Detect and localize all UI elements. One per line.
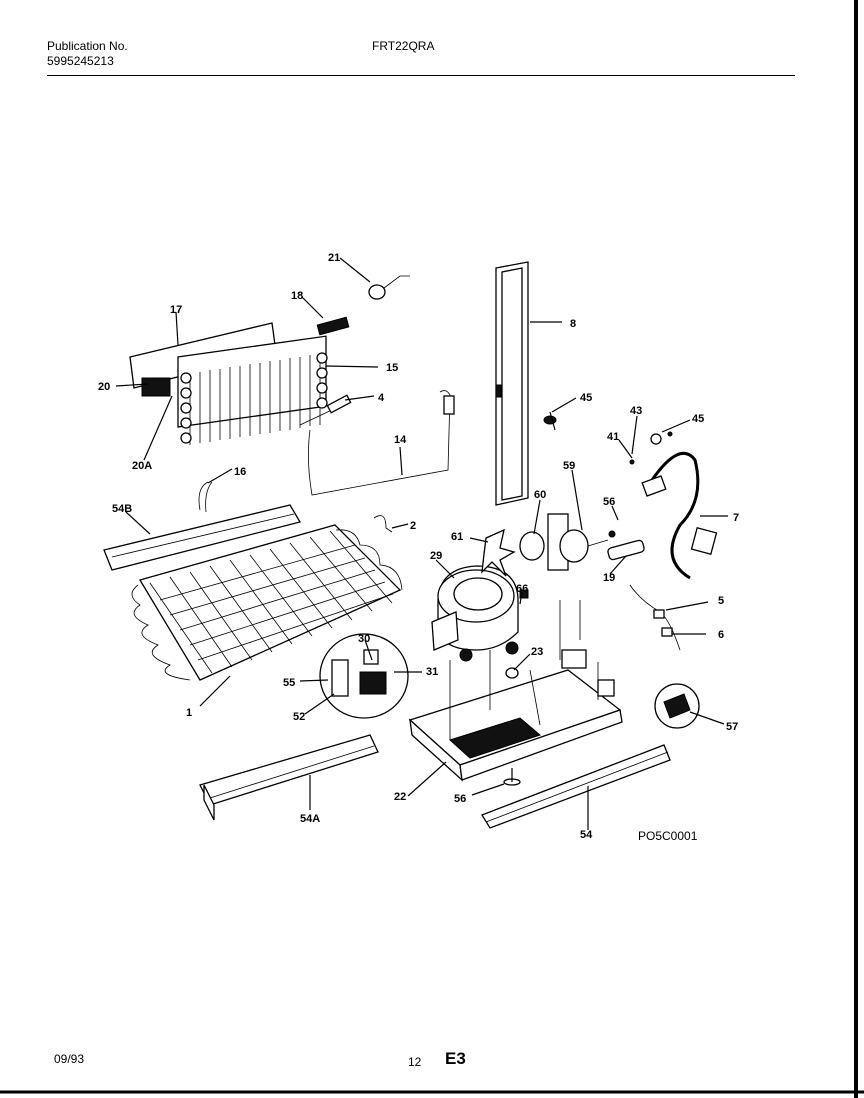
callout-43: 43 [630, 405, 642, 417]
clip-part [316, 316, 350, 336]
evaporator-coil [131, 524, 403, 681]
model-number: FRT22QRA [372, 39, 435, 53]
callout-21: 21 [328, 252, 340, 264]
callout-45-screw: 45 [580, 392, 592, 404]
callout-45-cord: 45 [692, 413, 704, 425]
callout-57: 57 [726, 721, 738, 733]
callout-17: 17 [170, 304, 182, 316]
callout-2: 2 [410, 520, 416, 532]
callout-19: 19 [603, 572, 615, 584]
callout-14: 14 [394, 434, 407, 446]
leveling-leg [503, 768, 521, 786]
callout-1: 1 [186, 707, 192, 719]
callout-labels: 21 18 17 15 20 20A 4 14 16 54B 2 8 45 43… [98, 252, 739, 841]
drier-and-tube [299, 390, 455, 496]
roller-inset [654, 683, 700, 729]
publication-number: 5995245213 [47, 54, 114, 68]
callout-54A: 54A [300, 813, 320, 825]
callout-56-upper: 56 [603, 496, 615, 508]
rail-54 [481, 744, 671, 829]
callout-66: 66 [516, 583, 528, 595]
callout-6: 6 [718, 629, 724, 641]
callout-20A: 20A [132, 460, 152, 472]
clamp-part [198, 481, 213, 513]
callout-18: 18 [291, 290, 303, 302]
publication-label: Publication No. [47, 39, 128, 53]
callout-5: 5 [718, 595, 724, 607]
callout-55: 55 [283, 677, 295, 689]
callout-41: 41 [607, 431, 619, 443]
callout-16: 16 [234, 466, 246, 478]
callout-29: 29 [430, 550, 442, 562]
screw-part [543, 411, 557, 431]
callout-61: 61 [451, 531, 463, 543]
condenser-assembly [129, 322, 328, 445]
callout-7: 7 [733, 512, 739, 524]
callout-54B: 54B [112, 503, 132, 515]
channel-part [495, 261, 529, 506]
footer-date: 09/93 [54, 1052, 85, 1066]
callout-23: 23 [531, 646, 543, 658]
callout-20: 20 [98, 381, 110, 393]
callout-59: 59 [563, 460, 575, 472]
power-cord-part [629, 431, 718, 580]
callout-15: 15 [386, 362, 398, 374]
callout-4: 4 [378, 392, 385, 404]
rail-54A [199, 734, 379, 821]
callout-22: 22 [394, 791, 406, 803]
fan-motor-assembly [481, 513, 645, 577]
grommet-part [368, 275, 410, 300]
callout-60: 60 [534, 489, 546, 501]
header-rule [47, 75, 795, 76]
footer-page-number: 12 [408, 1055, 422, 1069]
callout-8: 8 [570, 318, 576, 330]
callout-30: 30 [358, 633, 370, 645]
callout-54: 54 [580, 829, 593, 841]
callout-31: 31 [426, 666, 438, 678]
compressor [431, 565, 529, 679]
relay-inset [319, 633, 409, 719]
leader-lines [115, 257, 728, 830]
front-bracket-54B [103, 504, 301, 571]
compressor-base [408, 600, 623, 782]
evaporator-clip [373, 515, 393, 533]
callout-52: 52 [293, 711, 305, 723]
footer-section-code: E3 [445, 1049, 466, 1068]
callout-56-lower: 56 [454, 793, 466, 805]
drawing-code: PO5C0001 [638, 829, 698, 843]
